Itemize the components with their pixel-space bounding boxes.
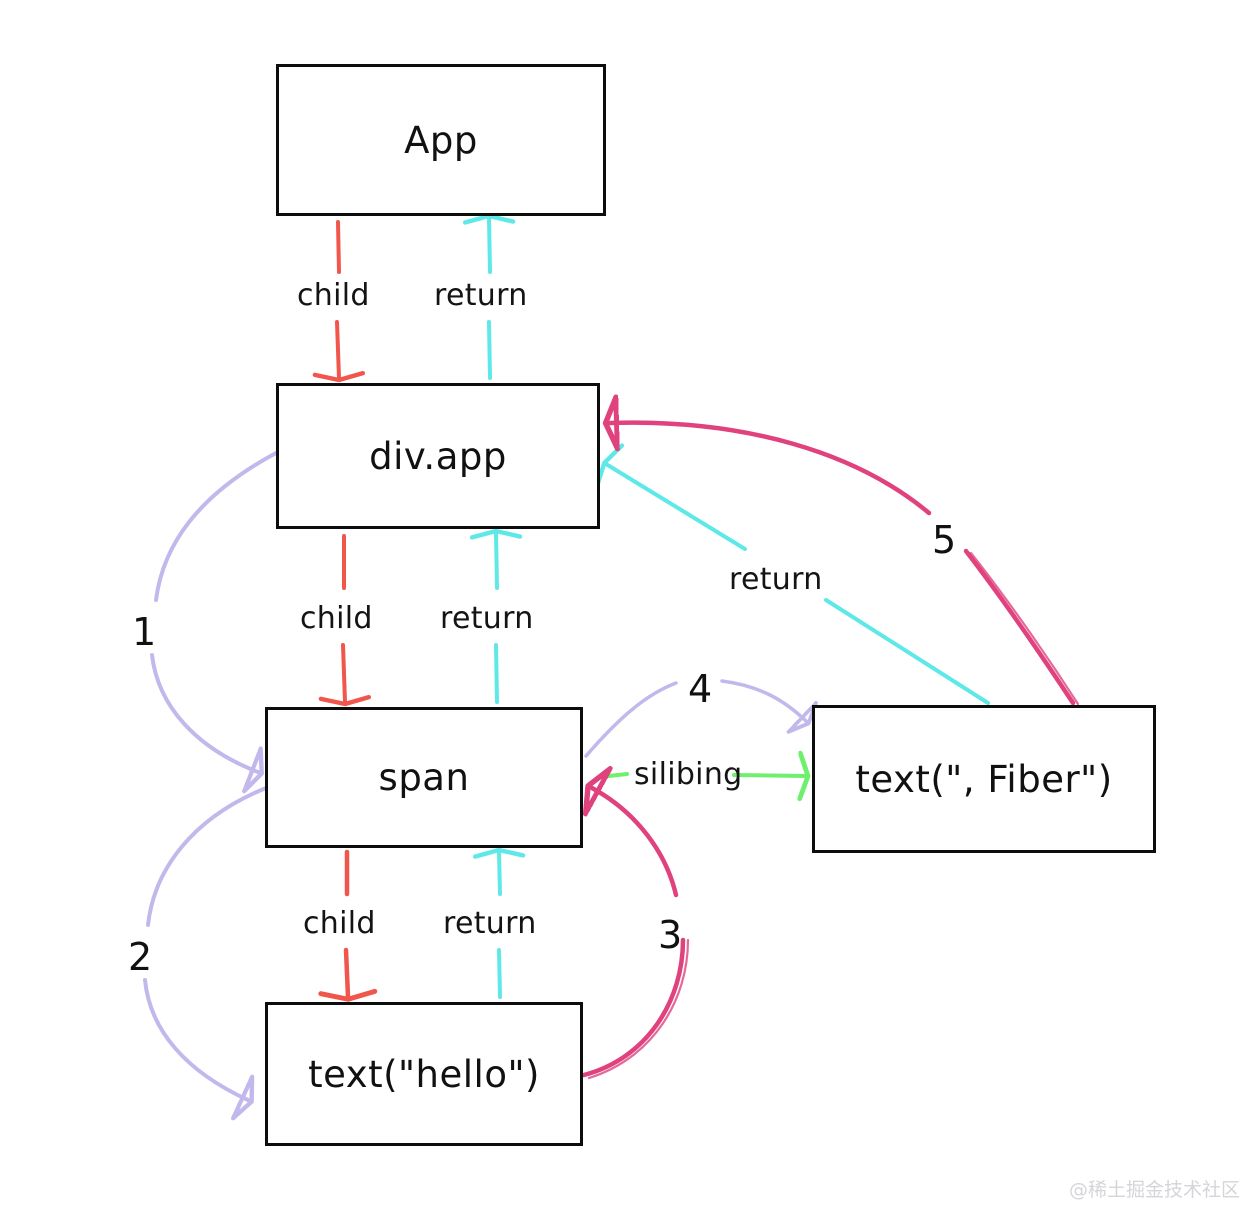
step-4-curve — [584, 679, 806, 758]
watermark: @稀土掘金技术社区 — [1068, 1179, 1240, 1201]
node-span[interactable]: span — [265, 707, 583, 848]
node-text-hello-label: text("hello") — [308, 1052, 540, 1096]
step-label-3: 3 — [658, 913, 683, 957]
edge-label-child-3: child — [303, 906, 376, 941]
edge-label-return-3: return — [443, 906, 537, 941]
node-text-hello[interactable]: text("hello") — [265, 1002, 583, 1146]
return-arrow-text-fiber-to-divapp — [594, 443, 990, 705]
edge-label-sibling: silibing — [634, 757, 743, 792]
child-arrow-divapp-to-span — [318, 534, 372, 707]
node-app-label: App — [404, 118, 478, 162]
return-arrow-divapp-to-app — [462, 213, 516, 380]
step-5-curve — [610, 423, 1080, 706]
edge-label-return-fiber: return — [729, 562, 823, 597]
node-divapp-label: div.app — [369, 434, 507, 478]
node-app[interactable]: App — [276, 64, 606, 216]
step-2-curve — [143, 786, 268, 1100]
edge-label-return-1: return — [434, 278, 528, 313]
step-1-curve — [150, 451, 278, 772]
node-span-label: span — [378, 756, 470, 799]
edge-label-return-2: return — [440, 601, 534, 636]
step-label-5: 5 — [932, 518, 957, 562]
child-arrow-app-to-divapp — [312, 220, 366, 383]
node-text-fiber-label: text(", Fiber") — [855, 757, 1113, 801]
step-label-4: 4 — [688, 667, 713, 711]
node-text-fiber[interactable]: text(", Fiber") — [812, 705, 1156, 853]
return-arrow-text-hello-to-span — [472, 847, 526, 999]
return-arrow-span-to-divapp — [469, 528, 523, 704]
step-3-curve — [581, 788, 690, 1080]
edge-label-child-1: child — [297, 278, 370, 313]
step-label-1: 1 — [132, 610, 157, 654]
step-label-2: 2 — [128, 935, 153, 979]
node-divapp[interactable]: div.app — [276, 383, 600, 529]
edge-label-child-2: child — [300, 601, 373, 636]
child-arrow-span-to-text-hello — [318, 849, 378, 1002]
